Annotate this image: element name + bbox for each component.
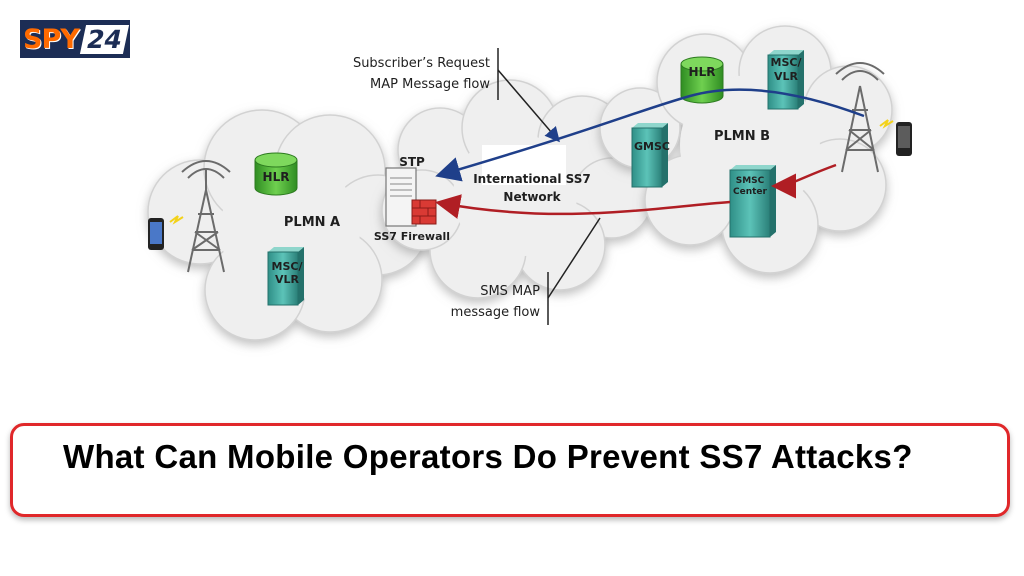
hlr-a-database-icon: HLR [254,152,298,196]
msc-vlr-b-label-line1: MSC/ [771,56,803,69]
smsc-label-line2: Center [733,187,768,197]
msc-vlr-a-label-line1: MSC/ [272,260,304,273]
stp-label: STP [399,155,425,169]
mobile-phone-b-icon [879,119,912,156]
plmn-a-label: PLMN A [284,215,340,230]
gmsc-server-icon: GMSC [631,123,670,188]
subscriber-annotation-line2: MAP Message flow [370,77,490,92]
msc-vlr-b-server-icon: MSC/ VLR [767,50,804,110]
banner-title: What Can Mobile Operators Do Prevent SS7… [63,438,913,475]
msc-vlr-a-server-icon: MSC/ VLR [267,247,304,306]
ss7-firewall-label: SS7 Firewall [374,230,450,243]
mobile-phone-a-icon [148,215,184,250]
sms-annotation-line1: SMS MAP [480,284,540,299]
cell-tower-b-icon [835,62,885,173]
stp-server-icon: STP [385,155,425,227]
sms-annotation-line2: message flow [451,305,541,320]
firewall-icon: SS7 Firewall [374,199,450,243]
international-ss7-label-line1: International SS7 [473,172,591,186]
subscriber-annotation-pointer [497,69,560,143]
smsc-server-icon: SMSC Center [729,165,776,238]
sms-flow-arrow-main [435,194,731,219]
sms-annotation-pointer [547,217,601,299]
international-label-bg [482,145,566,185]
plmn-b-label: PLMN B [714,129,770,144]
hlr-a-label: HLR [263,170,290,184]
smsc-label-line1: SMSC [736,176,765,186]
msc-vlr-a-label-line2: VLR [275,273,300,286]
hlr-b-label: HLR [689,65,716,79]
title-banner: What Can Mobile Operators Do Prevent SS7… [10,423,1010,517]
cloud-plmn-b [599,25,893,274]
hlr-b-database-icon: HLR [680,56,724,104]
ss7-network-diagram: HLR MSC/ VLR PLMN A STP SS7 Fir [147,25,912,341]
spy24-logo[interactable]: SPY 24 [20,20,130,58]
cell-tower-a-icon [181,160,231,273]
international-ss7-label-line2: Network [503,190,561,204]
subscriber-annotation-line1: Subscriber’s Request [353,56,490,71]
msc-vlr-b-label-line2: VLR [774,70,799,83]
logo-spy-text: SPY [23,23,80,55]
gmsc-label: GMSC [634,140,670,153]
sms-flow-arrow-b [771,163,837,199]
